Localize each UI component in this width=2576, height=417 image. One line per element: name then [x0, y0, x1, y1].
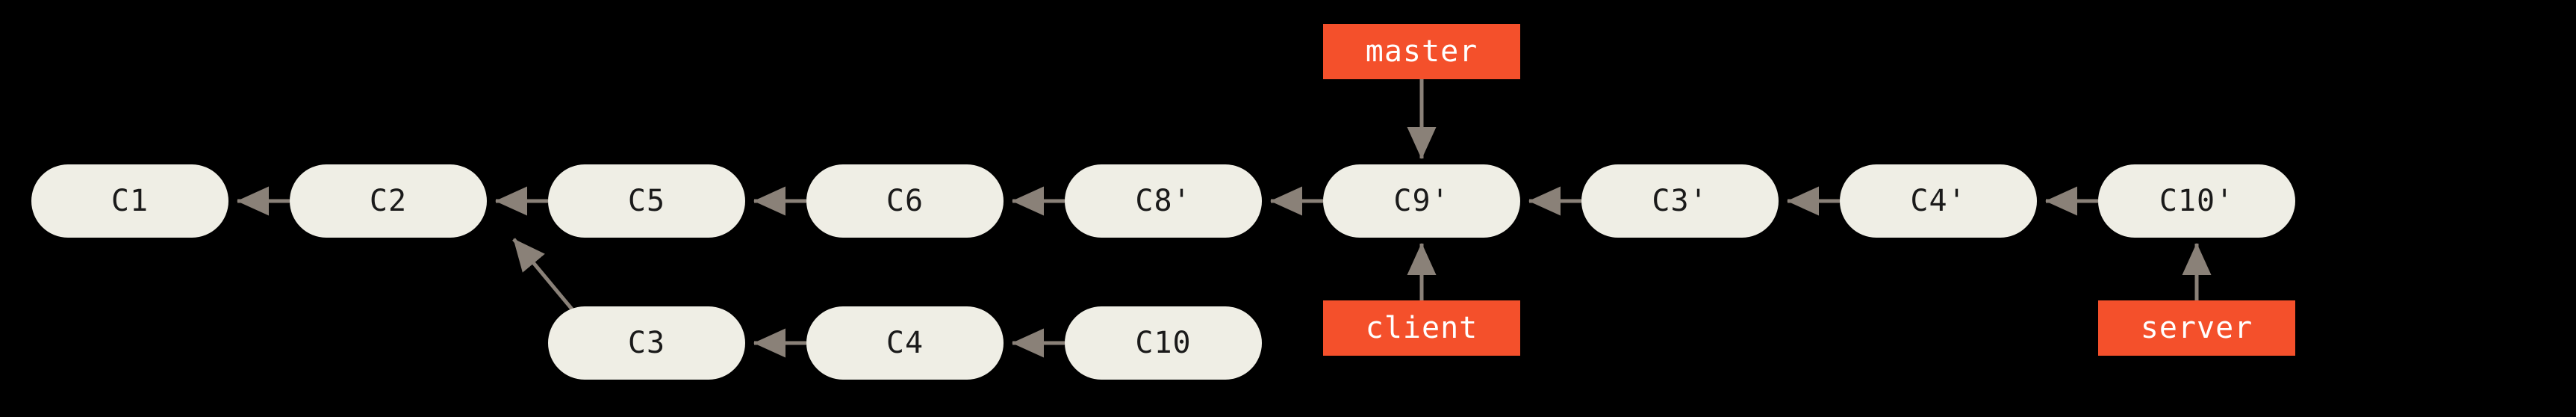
commit-label: C8' [1135, 184, 1192, 218]
edge-c3-to-c2-diagonal [512, 238, 582, 321]
commit-node-c9-prime[interactable]: C9' [1323, 164, 1520, 238]
branch-label-server[interactable]: server [2098, 300, 2295, 356]
commit-node-c3-prime[interactable]: C3' [1581, 164, 1779, 238]
commit-label: C10' [2159, 184, 2235, 218]
branch-label-client[interactable]: client [1323, 300, 1520, 356]
commit-label: C4' [1910, 184, 1967, 218]
commit-label: C5 [627, 184, 666, 218]
commit-label: C9' [1393, 184, 1450, 218]
branch-label-text: server [2140, 311, 2253, 345]
commit-node-c10-prime[interactable]: C10' [2098, 164, 2295, 238]
commit-node-c6[interactable]: C6 [806, 164, 1004, 238]
branch-label-master[interactable]: master [1323, 24, 1520, 79]
branch-label-text: client [1365, 311, 1478, 345]
commit-label: C6 [886, 184, 924, 218]
commit-label: C2 [369, 184, 408, 218]
commit-label: C10 [1135, 326, 1192, 360]
commit-node-c4[interactable]: C4 [806, 306, 1004, 380]
commit-node-c10[interactable]: C10 [1065, 306, 1262, 380]
commit-label: C1 [111, 184, 149, 218]
commit-node-c3[interactable]: C3 [548, 306, 745, 380]
commit-label: C3' [1652, 184, 1708, 218]
branch-label-text: master [1365, 34, 1478, 69]
commit-node-c5[interactable]: C5 [548, 164, 745, 238]
commit-node-c8-prime[interactable]: C8' [1065, 164, 1262, 238]
commit-node-c1[interactable]: C1 [31, 164, 228, 238]
commit-label: C4 [886, 326, 924, 360]
commit-node-c4-prime[interactable]: C4' [1840, 164, 2037, 238]
commit-node-c2[interactable]: C2 [290, 164, 487, 238]
commit-label: C3 [627, 326, 666, 360]
